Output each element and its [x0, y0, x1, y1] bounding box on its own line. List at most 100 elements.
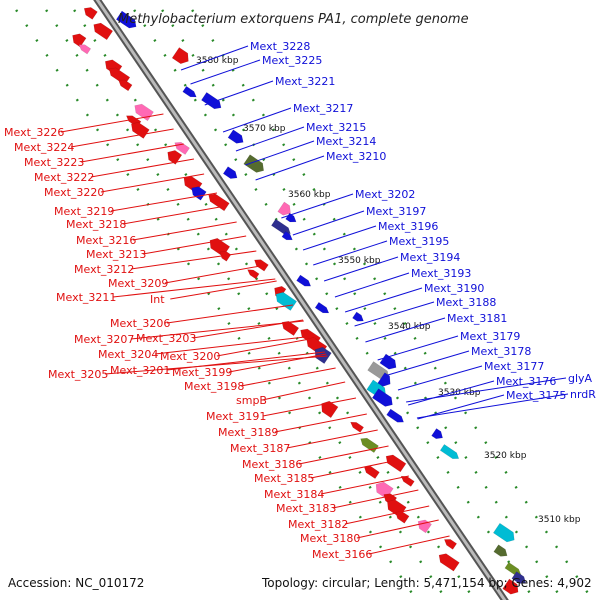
leader-line-reverse: [166, 351, 325, 371]
gene-feature: [281, 320, 300, 336]
gene-feature: [83, 7, 98, 20]
leader-line-reverse: [332, 489, 419, 509]
kbp-marker: 3550 kbp: [338, 256, 381, 266]
gene-label-reverse: Mext_3187: [230, 442, 290, 455]
gene-feature: [502, 578, 519, 595]
gene-feature: [78, 44, 92, 55]
leader-line-forward: [180, 45, 249, 71]
gene-label-forward: Mext_3175: [506, 389, 566, 402]
gene-label-reverse: Mext_3224: [14, 141, 74, 154]
leader-line-reverse: [130, 250, 257, 270]
kbp-marker: 3540 kbp: [388, 322, 431, 332]
gene-feature: [182, 85, 197, 98]
gene-label-reverse: Mext_3219: [54, 205, 114, 218]
gene-label-reverse: Mext_3206: [110, 317, 170, 330]
leader-line-forward: [417, 394, 505, 420]
leader-line-reverse: [286, 429, 378, 449]
kbp-marker: 3580 kbp: [196, 56, 239, 66]
gene-label-reverse: Mext_3201: [110, 364, 170, 377]
gene-label-forward: Mext_3214: [316, 135, 376, 148]
gene-label-reverse: Mext_3209: [108, 277, 168, 290]
gene-label-forward: Mext_3228: [250, 40, 310, 53]
gene-feature: [277, 201, 291, 216]
gene-feature: [227, 129, 244, 144]
gene-label-reverse: Mext_3220: [44, 186, 104, 199]
leader-line-forward: [334, 272, 410, 298]
gene-label-forward: Mext_3181: [447, 312, 507, 325]
gene-label-forward: Mext_3196: [378, 220, 438, 233]
gene-feature: [352, 311, 364, 322]
reverse-gene-labels: Mext_3226Mext_3224Mext_3223Mext_3222Mext…: [4, 126, 372, 561]
gene-label-reverse: Mext_3186: [242, 458, 302, 471]
gene-feature: [296, 274, 312, 287]
gene-feature: [439, 444, 460, 460]
gene-label-reverse: Mext_3166: [312, 548, 372, 561]
leader-line-reverse: [122, 205, 226, 225]
dotted-track-2: [65, 0, 477, 600]
leader-line-forward: [408, 380, 495, 406]
gene-label-forward: Mext_3177: [484, 360, 544, 373]
gene-feature: [321, 400, 339, 419]
gene-label-forward: Mext_3225: [262, 54, 322, 67]
leader-line-reverse: [60, 113, 164, 133]
leader-line-forward: [416, 393, 569, 419]
gene-feature: [377, 372, 391, 387]
gene-feature: [254, 259, 269, 272]
leader-line-reverse: [132, 221, 237, 241]
gene-feature: [371, 388, 393, 407]
gene-label-forward: Mext_3179: [460, 330, 520, 343]
kbp-marker: 3570 kbp: [243, 124, 286, 134]
gene-feature: [275, 292, 297, 311]
gene-feature: [400, 475, 415, 487]
gene-label-reverse: Mext_3212: [74, 263, 134, 276]
leader-line-reverse: [90, 158, 195, 178]
gene-label-reverse: Mext_3226: [4, 126, 64, 139]
gene-feature: [281, 231, 293, 241]
gene-feature: [247, 269, 260, 280]
leader-line-reverse: [170, 280, 277, 300]
backbone-highlight: [95, 0, 507, 600]
gene-label-reverse: Mext_3184: [264, 488, 324, 501]
gene-label-reverse: Mext_3223: [24, 156, 84, 169]
gene-label-forward: Mext_3190: [424, 282, 484, 295]
leader-line-forward: [397, 365, 483, 391]
gene-feature: [386, 408, 404, 423]
kbp-marker: 3560 kbp: [288, 190, 331, 200]
gene-feature: [443, 539, 458, 550]
gene-label-reverse: Mext_3200: [160, 350, 220, 363]
gene-feature: [438, 553, 460, 572]
gene-label-reverse: Int: [150, 293, 165, 306]
leader-line-forward: [323, 256, 399, 282]
gene-label-reverse: Mext_3205: [48, 368, 108, 381]
leader-line-reverse: [112, 278, 276, 298]
gene-label-reverse: Mext_3180: [300, 532, 360, 545]
kbp-marker: 3530 kbp: [438, 388, 481, 398]
leader-line-reverse: [70, 128, 174, 148]
leader-line-forward: [365, 317, 446, 343]
map-title: Methylobacterium extorquens PA1, complet…: [118, 12, 469, 27]
leader-line-reverse: [228, 353, 327, 373]
leader-line-forward: [406, 377, 567, 403]
gene-label-reverse: Mext_3182: [288, 518, 348, 531]
gene-label-reverse: Mext_3216: [76, 234, 136, 247]
kbp-marker: 3520 kbp: [484, 451, 527, 461]
gene-label-reverse: Mext_3185: [254, 472, 314, 485]
gene-feature: [93, 22, 114, 41]
gene-feature: [219, 251, 232, 262]
gene-label-forward: Mext_3193: [411, 267, 471, 280]
gene-label-forward: Mext_3178: [471, 345, 531, 358]
gene-label-reverse: Mext_3211: [56, 291, 116, 304]
gene-feature: [314, 301, 330, 314]
gene-feature: [72, 33, 87, 48]
gene-label-forward: Mext_3188: [436, 296, 496, 309]
leader-line-reverse: [80, 143, 184, 163]
leader-line-forward: [354, 301, 435, 327]
gene-feature: [222, 166, 238, 179]
gene-label-reverse: Mext_3218: [66, 218, 126, 231]
genome-backbone: [93, 0, 509, 600]
leader-line-reverse: [356, 519, 439, 539]
gene-label-forward: Mext_3176: [496, 375, 556, 388]
dotted-track-4: [153, 0, 565, 600]
gene-label-reverse: Mext_3198: [184, 380, 244, 393]
